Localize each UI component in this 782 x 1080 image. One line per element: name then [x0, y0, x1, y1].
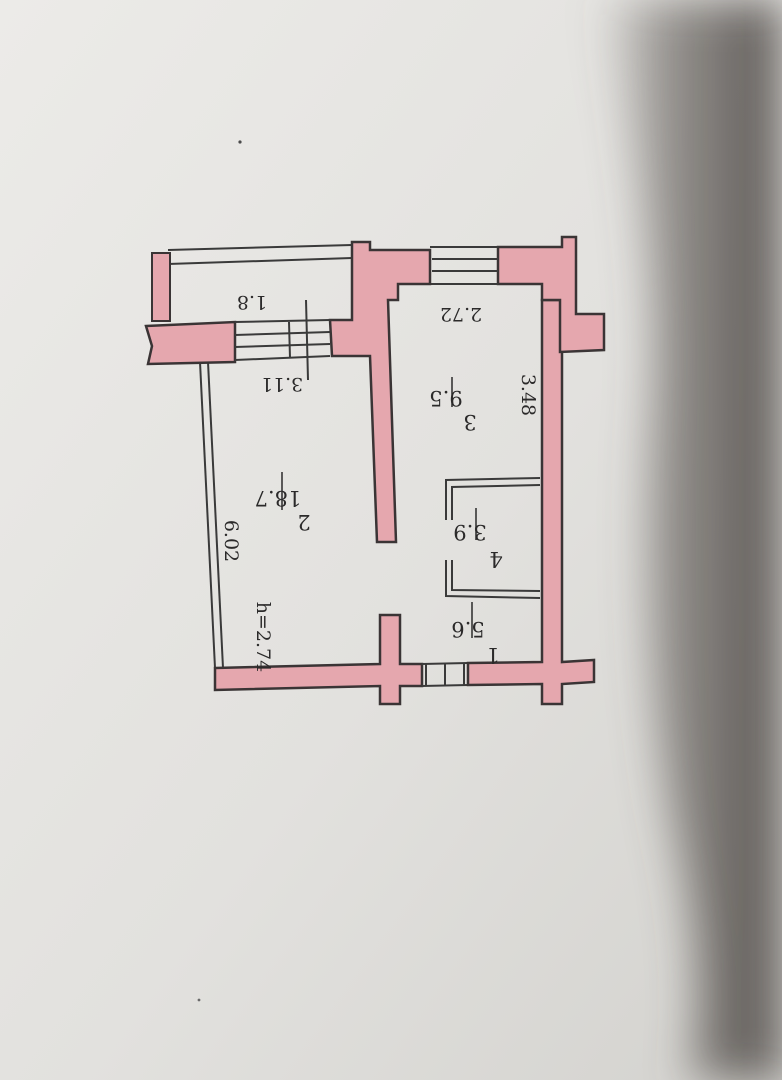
room3-window: [430, 246, 498, 285]
top-right-wall: [496, 235, 606, 354]
balcony-door: [234, 299, 331, 381]
room-1: 1 5.6: [451, 602, 500, 667]
room-3: 3 9.5: [429, 377, 477, 434]
room-3-number: 3: [463, 410, 476, 434]
ink-dot: [238, 140, 242, 144]
room-4-area: 3.9: [453, 520, 486, 544]
room-2-number: 2: [297, 510, 310, 534]
room2-length-label: 6.02: [220, 520, 242, 562]
room-1-area: 5.6: [451, 617, 484, 641]
room-4-number: 4: [489, 547, 502, 571]
ink-dot: [197, 998, 201, 1002]
room-3-area: 9.5: [429, 386, 462, 410]
bathroom-partition: [445, 477, 541, 599]
partition-wall: [328, 240, 432, 544]
left-wall-stub: [144, 320, 237, 366]
room-4: 4 3.9: [453, 508, 503, 571]
room3-length-label: 3.48: [517, 374, 539, 416]
balcony-width-label: 1.8: [237, 291, 267, 313]
ceiling-height-label: h=2.74: [252, 602, 274, 672]
room2-outer-wall: [199, 361, 224, 669]
room-1-number: 1: [486, 643, 499, 667]
room2-width-label: 3.11: [261, 373, 303, 395]
room3-width-label: 2.72: [440, 303, 482, 325]
room-2-area: 18.7: [255, 486, 302, 510]
entrance-door: [421, 662, 469, 687]
balcony: [151, 244, 353, 322]
room-2: 2 18.7: [255, 472, 311, 534]
photo-shadow: [600, 0, 782, 1080]
